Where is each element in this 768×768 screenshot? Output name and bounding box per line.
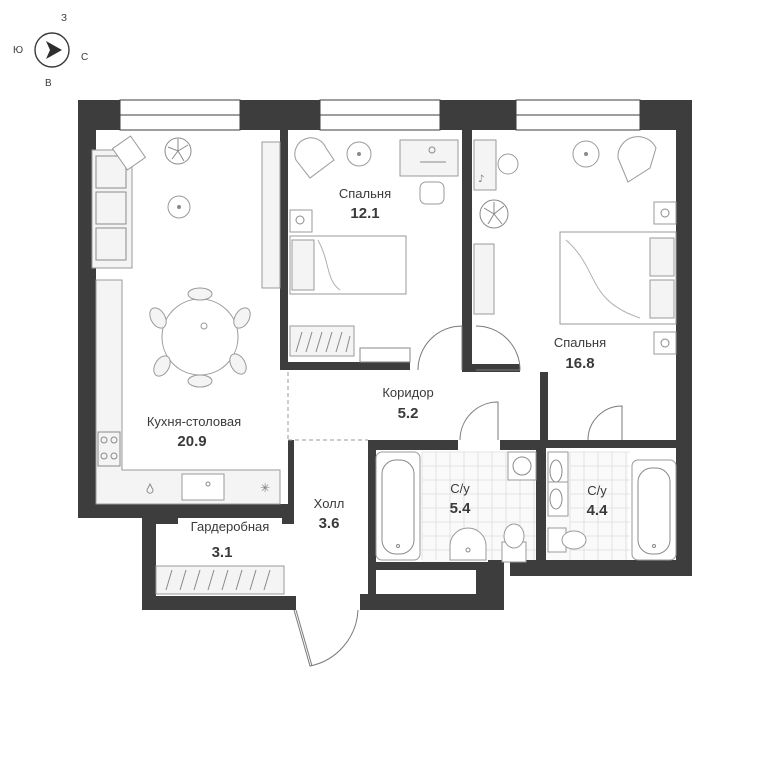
bed-icon <box>559 231 677 325</box>
armchair-icon <box>111 135 147 171</box>
hall-area: 3.6 <box>319 515 340 532</box>
interior-walls <box>156 130 680 600</box>
compass-arrow-icon <box>46 41 62 59</box>
hall-label: Холл <box>314 496 345 511</box>
bath1-label: С/у <box>450 481 470 496</box>
washing-machine-icon <box>507 451 537 481</box>
wardrobe-label: Гардеробная <box>191 519 270 534</box>
washbasin-icon <box>547 481 569 517</box>
svg-text:♪: ♪ <box>478 174 484 185</box>
bedroom2-area: 16.8 <box>565 355 594 372</box>
wardrobe-icon <box>289 325 355 357</box>
washbasin-icon <box>547 451 569 491</box>
bath1-area: 5.4 <box>450 500 472 517</box>
chair-icon <box>419 181 445 205</box>
plant-icon <box>164 137 192 165</box>
kitchen-area: 20.9 <box>177 433 206 450</box>
bath2-fixtures <box>547 451 677 561</box>
kitchen-counter-icon: ✳ <box>95 279 281 505</box>
washbasin-icon <box>449 527 487 561</box>
tv-icon <box>473 243 495 315</box>
bedroom1-label: Спальня <box>339 186 391 201</box>
desk-icon <box>399 139 459 177</box>
nightstand-icon <box>289 209 313 233</box>
nightstand-icon <box>653 201 677 225</box>
room-labels: Кухня-столовая 20.9 Спальня 12.1 Спальня… <box>147 186 608 561</box>
bath1-fixtures <box>375 451 537 563</box>
shelf-icon <box>473 139 497 191</box>
tv-unit-icon <box>261 141 281 289</box>
bed-icon <box>289 235 407 295</box>
corridor-label: Коридор <box>382 385 433 400</box>
bathtub-icon <box>375 451 421 561</box>
compass-east: С <box>81 52 88 63</box>
bath2-area: 4.4 <box>587 502 609 519</box>
bedroom1-area: 12.1 <box>350 205 379 222</box>
nightstand-icon <box>653 331 677 355</box>
compass-north: З <box>61 13 67 24</box>
dining-table-icon <box>149 287 251 388</box>
exterior-walls <box>78 99 692 610</box>
toilet-icon <box>501 523 527 563</box>
compass: З В Ю С <box>13 13 88 89</box>
pouf-icon <box>497 153 519 175</box>
bedroom2-furniture: ♪ <box>473 136 677 355</box>
compass-west: Ю <box>13 45 23 56</box>
wardrobe-room-rack <box>155 565 285 595</box>
doors <box>287 325 623 667</box>
plant-icon <box>479 199 509 229</box>
armchair-icon <box>294 137 335 179</box>
wardrobe-area: 3.1 <box>212 544 233 561</box>
compass-south: В <box>45 78 52 89</box>
kitchen-furniture: ✳ <box>91 135 281 505</box>
sofa-icon <box>91 149 133 269</box>
bath2-label: С/у <box>587 483 607 498</box>
kitchen-label: Кухня-столовая <box>147 414 241 429</box>
corridor-area: 5.2 <box>398 405 419 422</box>
sink-icon <box>181 473 225 501</box>
svg-text:✳: ✳ <box>260 481 270 495</box>
armchair-icon <box>617 136 657 183</box>
toilet-icon <box>547 527 587 553</box>
bathtub-icon <box>631 459 677 561</box>
bedroom1-furniture <box>289 137 459 363</box>
bedroom2-label: Спальня <box>554 335 606 350</box>
